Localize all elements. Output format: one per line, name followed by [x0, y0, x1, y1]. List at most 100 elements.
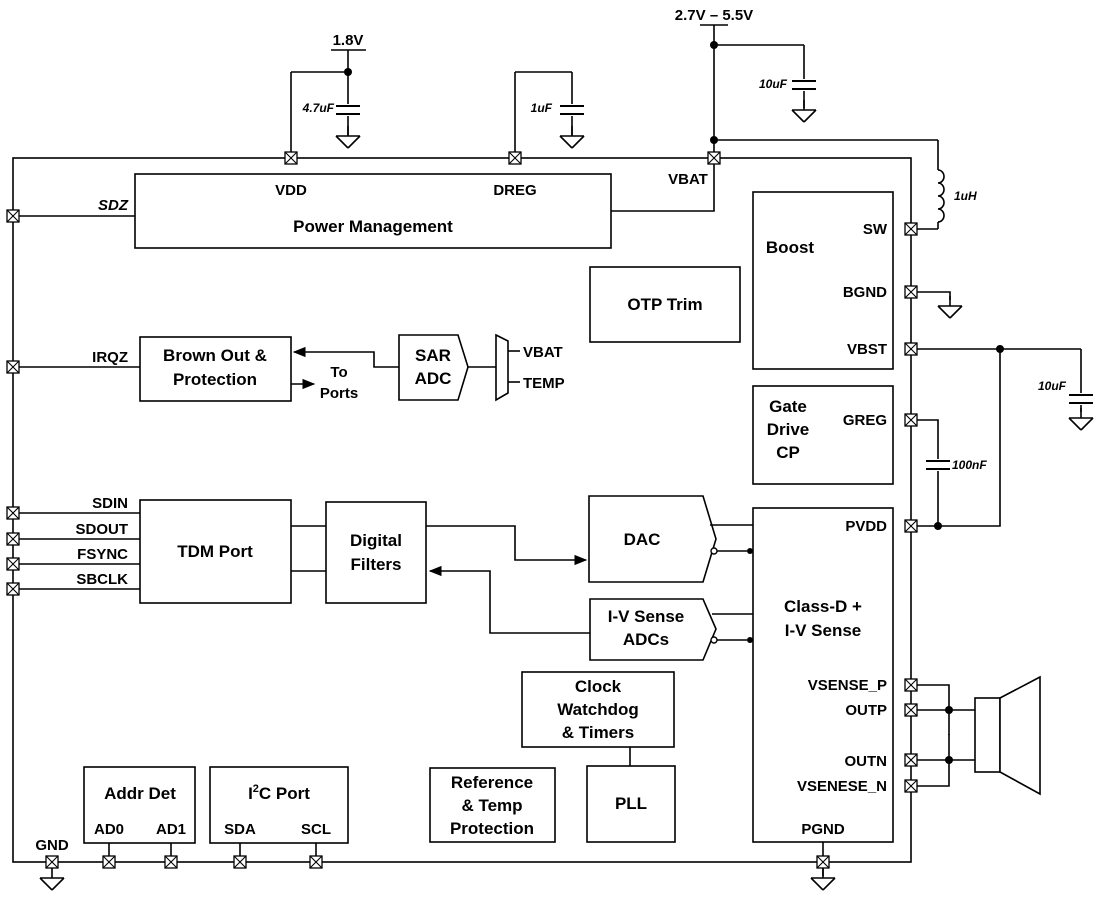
ground-icon — [937, 295, 963, 319]
pin-icon — [6, 506, 20, 520]
inductor-icon — [937, 169, 945, 223]
boost-sw-label: SW — [863, 221, 888, 238]
class-d-pgnd-label: PGND — [801, 821, 845, 838]
digital-filters-line1: Digital — [350, 531, 402, 550]
pin-icon — [45, 855, 59, 869]
pin-icon — [309, 855, 323, 869]
clock-line2: Watchdog — [557, 700, 639, 719]
capacitor-icon — [559, 105, 585, 115]
iv-sense-adc-block — [589, 598, 717, 661]
pin-icon — [904, 753, 918, 767]
capacitor-icon — [1068, 394, 1094, 404]
i2c-port-block — [209, 766, 349, 844]
class-d-vsense-n-label: VSENESE_N — [797, 778, 887, 795]
otp-trim-label: OTP Trim — [627, 295, 702, 314]
cap-greg-label: 100nF — [952, 458, 987, 472]
boost-vbst-label: VBST — [847, 341, 887, 358]
boost-bgnd-label: BGND — [843, 284, 887, 301]
digital-filters-line2: Filters — [350, 555, 401, 574]
otp-trim-block — [589, 266, 741, 343]
tdm-port-label: TDM Port — [177, 542, 253, 561]
sar-adc-block — [398, 334, 469, 401]
gate-drive-line1: Gate — [769, 397, 807, 416]
sar-vbat-label: VBAT — [523, 344, 563, 361]
ground-icon — [559, 125, 585, 149]
class-d-vsense-p-label: VSENSE_P — [808, 677, 887, 694]
class-d-block — [752, 507, 894, 843]
pin-icon — [6, 360, 20, 374]
pin-icon — [6, 209, 20, 223]
supply-wiring — [290, 25, 939, 230]
pin-icon — [904, 342, 918, 356]
supply-vin-label: 2.7V – 5.5V — [675, 7, 753, 24]
sar-temp-label: TEMP — [523, 375, 565, 392]
pin-icon — [904, 779, 918, 793]
pin-sdz-label: SDZ — [98, 197, 129, 214]
addr-det-block — [83, 766, 196, 844]
to-ports-line1: To — [330, 364, 347, 381]
gate-drive-block — [752, 385, 894, 485]
iv-adc-line1: I-V Sense — [608, 607, 685, 626]
iv-adc-line2: ADCs — [623, 630, 669, 649]
dac-block — [588, 495, 717, 583]
pin-sbclk-label: SBCLK — [76, 571, 128, 588]
reference-line2: & Temp — [461, 796, 522, 815]
class-d-outn-label: OUTN — [845, 753, 888, 770]
i2c-scl-label: SCL — [301, 821, 331, 838]
pin-icon — [508, 151, 522, 165]
pin-icon — [904, 413, 918, 427]
gate-drive-line2: Drive — [767, 420, 810, 439]
ground-icon — [39, 867, 65, 891]
pll-label: PLL — [615, 794, 647, 813]
cap-vbst-label: 10uF — [1038, 379, 1067, 393]
pm-vbat-label: VBAT — [668, 171, 708, 188]
pin-icon — [6, 582, 20, 596]
to-ports-line2: Ports — [320, 385, 358, 402]
reference-line3: Protection — [450, 819, 534, 838]
i2c-sda-label: SDA — [224, 821, 256, 838]
i2c-port-title: I2C Port — [248, 783, 310, 803]
brownout-block — [139, 336, 292, 402]
pll-block — [586, 765, 676, 843]
pin-icon — [904, 519, 918, 533]
pin-icon — [816, 855, 830, 869]
addr-ad1-label: AD1 — [156, 821, 186, 838]
tdm-port-block — [139, 499, 292, 604]
speaker-icon — [974, 675, 1041, 796]
cap-vbat-label: 10uF — [759, 77, 788, 91]
capacitor-icon — [335, 105, 361, 115]
ground-icon — [810, 867, 836, 891]
power-management-block — [134, 173, 612, 249]
ground-icon — [335, 125, 361, 149]
gate-drive-line3: CP — [776, 443, 800, 462]
pm-vdd-label: VDD — [275, 182, 307, 199]
power-management-title: Power Management — [293, 217, 453, 236]
pin-icon — [904, 222, 918, 236]
supply-1v8-label: 1.8V — [333, 32, 364, 49]
class-d-pvdd-label: PVDD — [845, 518, 887, 535]
sar-adc-line2: ADC — [415, 369, 452, 388]
capacitor-icon — [925, 460, 951, 470]
gate-drive-greg-label: GREG — [843, 412, 887, 429]
pin-sdout-label: SDOUT — [76, 521, 129, 538]
addr-ad0-label: AD0 — [94, 821, 124, 838]
pin-icon — [707, 151, 721, 165]
pin-icon — [904, 678, 918, 692]
pin-gnd-label: GND — [35, 837, 69, 854]
pin-irqz-label: IRQZ — [92, 349, 128, 366]
class-d-line2: I-V Sense — [785, 621, 862, 640]
inductor-label: 1uH — [954, 189, 977, 203]
reference-line1: Reference — [451, 773, 533, 792]
ground-icon — [791, 99, 817, 123]
pin-icon — [102, 855, 116, 869]
reference-block — [429, 767, 556, 843]
pin-icon — [164, 855, 178, 869]
capacitor-icon — [791, 80, 817, 90]
clock-line1: Clock — [575, 677, 622, 696]
pin-icon — [233, 855, 247, 869]
cap-dreg-label: 1uF — [531, 101, 553, 115]
dac-label: DAC — [624, 530, 661, 549]
clock-watchdog-block — [521, 671, 675, 748]
class-d-line1: Class-D + — [784, 597, 862, 616]
